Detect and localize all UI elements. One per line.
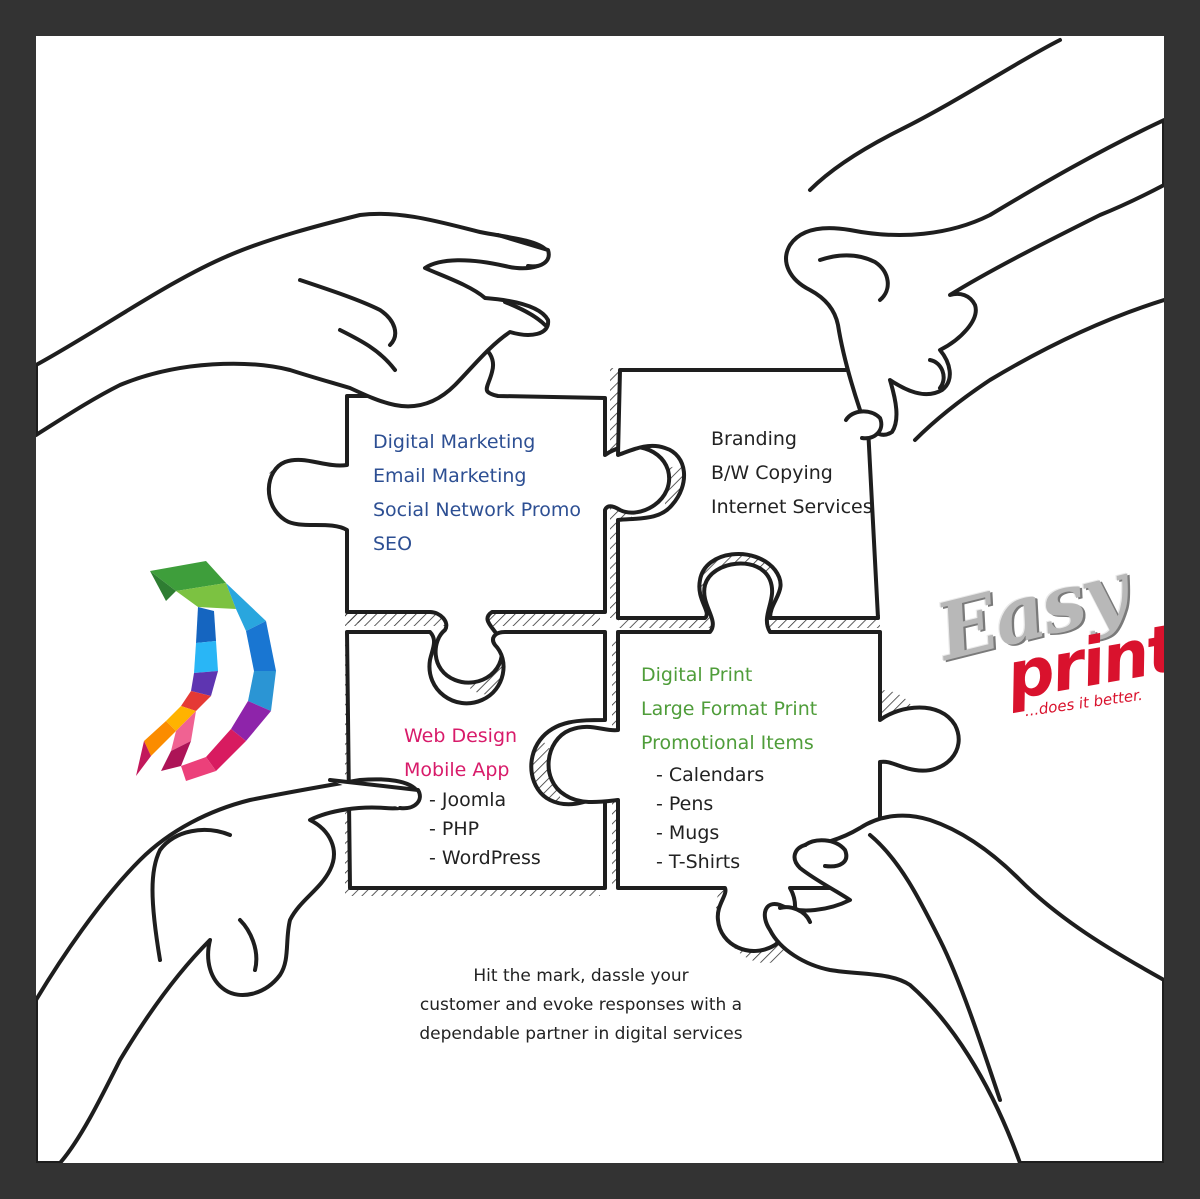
- tagline-line: dependable partner in digital services: [419, 1024, 743, 1044]
- tagline: Hit the mark, dassle your customer and e…: [366, 962, 796, 1049]
- hand-bottom-right: [762, 813, 1164, 1163]
- service-line: Email Marketing: [373, 465, 527, 487]
- service-line: Branding: [711, 428, 797, 450]
- sub-item: - PHP: [429, 818, 480, 840]
- service-line: Promotional Items: [641, 732, 814, 754]
- sub-item: - Mugs: [656, 822, 720, 844]
- service-line: Social Network Promo: [373, 499, 582, 521]
- hands-puzzle-illustration: [36, 38, 1164, 1163]
- tagline-line: customer and evoke responses with a: [419, 995, 743, 1015]
- service-line: Digital Marketing: [373, 431, 536, 453]
- puzzle-piece-top-left: [266, 337, 672, 685]
- sub-item: - Calendars: [656, 764, 765, 786]
- top-left-piece-text: Digital Marketing Email Marketing Social…: [373, 425, 581, 561]
- top-right-piece-text: Branding B/W Copying Internet Services: [711, 422, 873, 524]
- sub-item: - WordPress: [429, 847, 541, 869]
- polygon-d-logo: [136, 561, 276, 781]
- service-line: Digital Print: [641, 664, 753, 686]
- hand-top-right: [784, 38, 1164, 442]
- bottom-left-piece-text: Web Design Mobile App: [404, 719, 517, 787]
- hand-top-left: [36, 211, 551, 437]
- service-line: Internet Services: [711, 496, 873, 518]
- sub-item: - Pens: [656, 793, 714, 815]
- service-line: Mobile App: [404, 759, 510, 781]
- hand-bottom-left: [36, 777, 422, 1163]
- puzzle-piece-top-right: [616, 368, 880, 620]
- bottom-left-piece-sub-items: - Joomla - PHP - WordPress: [429, 786, 541, 873]
- tagline-line: Hit the mark, dassle your: [473, 966, 689, 986]
- easy-print-logo: Easy print ...does it better.: [896, 544, 1164, 756]
- service-line: Large Format Print: [641, 698, 818, 720]
- poster-panel: Digital Marketing Email Marketing Social…: [36, 36, 1164, 1163]
- service-line: Web Design: [404, 725, 518, 747]
- service-line: B/W Copying: [711, 462, 833, 484]
- puzzle-piece-bottom-left: [345, 630, 607, 890]
- bottom-right-piece-text: Digital Print Large Format Print Promoti…: [641, 658, 817, 760]
- sub-item: - T-Shirts: [656, 851, 741, 873]
- bottom-right-piece-sub-items: - Calendars - Pens - Mugs - T-Shirts: [656, 761, 764, 877]
- service-line: SEO: [373, 533, 413, 555]
- sub-item: - Joomla: [429, 789, 507, 811]
